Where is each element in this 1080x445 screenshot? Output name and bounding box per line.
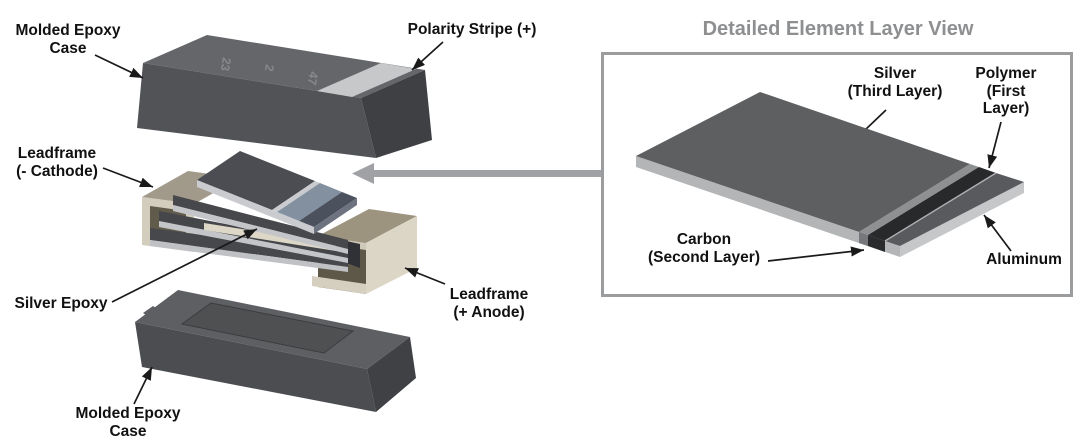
leader-polymer-layer bbox=[987, 121, 1002, 169]
leader-molded-case-bottom bbox=[133, 366, 153, 405]
plate-2 bbox=[173, 195, 348, 254]
reference-arrow bbox=[352, 163, 601, 184]
detail-panel bbox=[601, 52, 1073, 297]
leader-carbon-layer bbox=[767, 246, 865, 262]
substrate-right-edge bbox=[900, 182, 1024, 257]
label-leadframe-cathode: Leadframe (- Cathode) bbox=[16, 145, 98, 180]
leader-silver-epoxy bbox=[111, 228, 258, 303]
leader-cathode bbox=[102, 167, 154, 188]
detail-element-plate bbox=[636, 92, 1024, 257]
carbon-edge-tab bbox=[859, 232, 868, 246]
silver-layer bbox=[636, 92, 970, 232]
label-carbon-layer: Carbon (Second Layer) bbox=[648, 231, 760, 266]
leader-aluminum bbox=[983, 214, 1012, 252]
case-marking-group-1: 23 bbox=[218, 56, 234, 72]
polymer-stripe bbox=[868, 167, 996, 241]
leader-anode bbox=[404, 267, 446, 285]
bottom-molded-case bbox=[135, 290, 416, 412]
label-molded-epoxy-case-bottom: Molded Epoxy Case bbox=[75, 405, 181, 440]
silver-epoxy-strip bbox=[204, 223, 336, 251]
polarity-stripe-shape bbox=[317, 63, 416, 97]
case-marking-group-2: 2 bbox=[262, 63, 277, 72]
label-polarity-stripe: Polarity Stripe (+) bbox=[407, 21, 537, 38]
label-polymer-layer: Polymer (First Layer) bbox=[975, 65, 1037, 117]
leader-molded-case-top bbox=[94, 54, 144, 79]
label-leadframe-anode: Leadframe (+ Anode) bbox=[449, 286, 529, 321]
case-marking-group-3: 47 bbox=[305, 70, 321, 86]
plate-1 bbox=[197, 151, 357, 234]
leader-polarity-stripe bbox=[411, 41, 444, 71]
top-molded-case: 23 2 47 bbox=[137, 35, 432, 158]
substrate-front-edge bbox=[636, 156, 900, 257]
case-marking: 23 2 47 bbox=[218, 56, 321, 86]
label-silver-layer: Silver (Third Layer) bbox=[847, 65, 943, 100]
label-aluminum: Aluminum bbox=[986, 251, 1062, 268]
carbon-stripe bbox=[859, 164, 979, 235]
polymer-edge-tab bbox=[868, 235, 885, 252]
detail-panel-title: Detailed Element Layer View bbox=[702, 18, 974, 40]
label-silver-epoxy: Silver Epoxy bbox=[14, 295, 108, 312]
element-stack bbox=[150, 151, 360, 272]
aluminum-layer bbox=[885, 173, 1024, 246]
label-molded-epoxy-case-top: Molded Epoxy Case bbox=[15, 22, 121, 57]
plate-4 bbox=[150, 228, 348, 272]
